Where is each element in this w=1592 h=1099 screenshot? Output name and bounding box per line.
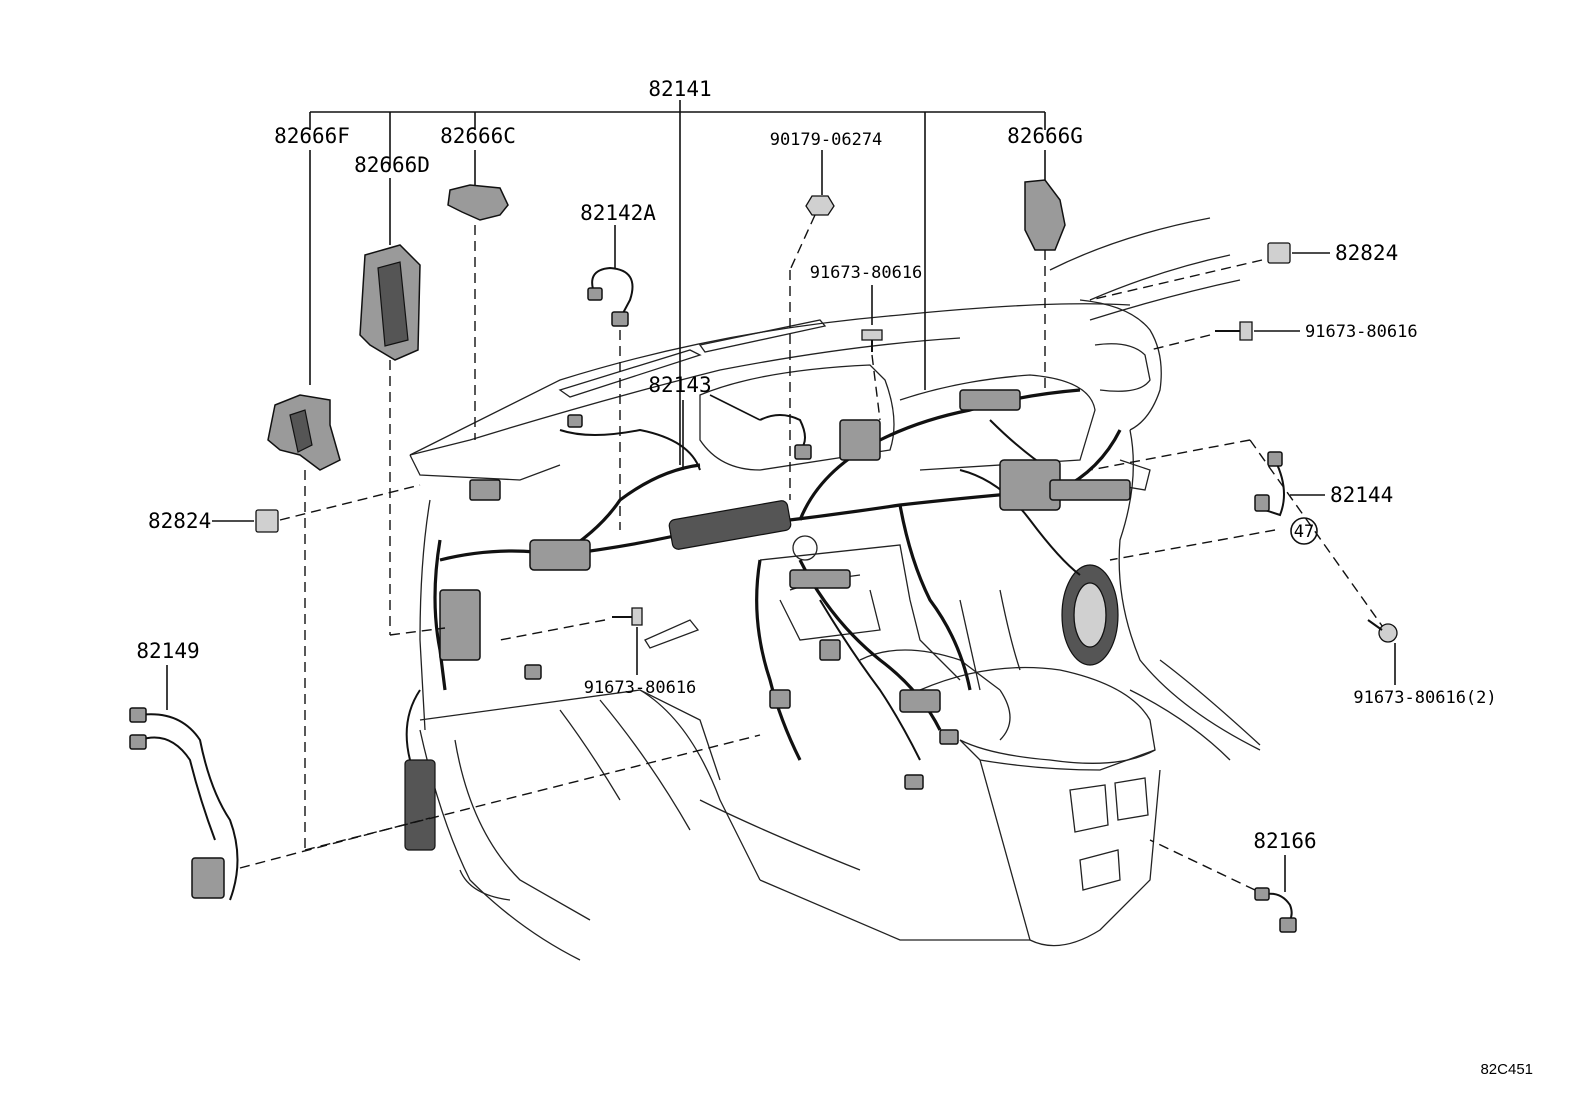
clamp-82666g-part — [1024, 150, 1066, 390]
bolt-right-lower-part — [1367, 619, 1398, 685]
label-90179-06274: 90179-06274 — [770, 130, 883, 150]
label-bolt-right-upper: 91673-80616 — [1305, 322, 1418, 342]
label-82666g: 82666G — [1007, 124, 1083, 148]
label-82666d: 82666D — [354, 153, 430, 177]
clamp-82666d-part — [359, 178, 446, 636]
label-82824-right: 82824 — [1335, 241, 1398, 265]
clamp-82666f-part — [267, 150, 341, 850]
connector-82824-left-part — [212, 484, 421, 533]
main-harness-bracket — [309, 100, 1046, 465]
wire-82149-part — [129, 665, 761, 901]
wire-82166-part — [1149, 839, 1297, 933]
label-82166: 82166 — [1253, 829, 1316, 853]
sub-harness-82142a-part — [587, 225, 634, 530]
label-bolt-right-lower: 91673-80616(2) — [1353, 688, 1496, 708]
label-82141: 82141 — [648, 77, 711, 101]
ref-badge-circle — [1290, 517, 1318, 545]
dashboard-outline — [409, 217, 1261, 961]
wire-82144-part — [1089, 439, 1386, 631]
bolt-center-part — [861, 285, 883, 421]
nut-90179-06274-part — [789, 150, 835, 500]
connector-82824-right-part — [1089, 242, 1330, 301]
label-82149: 82149 — [136, 639, 199, 663]
diagram-id: 82C451 — [1480, 1061, 1533, 1078]
bolt-lower-part — [499, 607, 643, 675]
label-82666c: 82666C — [440, 124, 516, 148]
label-82143: 82143 — [648, 373, 711, 397]
label-82666f: 82666F — [274, 124, 350, 148]
ref-badge-label: 47 — [1294, 522, 1314, 542]
clamp-82666c-part — [447, 150, 509, 440]
main-harness-drawing — [404, 388, 1131, 851]
label-bolt-center: 91673-80616 — [810, 263, 923, 283]
label-82142a: 82142A — [580, 201, 656, 225]
label-82824-left: 82824 — [148, 509, 211, 533]
sub-harness-82143-part — [567, 394, 812, 470]
label-bolt-lower: 91673-80616 — [584, 678, 697, 698]
bolt-right-upper-part — [1149, 321, 1300, 351]
label-82144: 82144 — [1330, 483, 1393, 507]
